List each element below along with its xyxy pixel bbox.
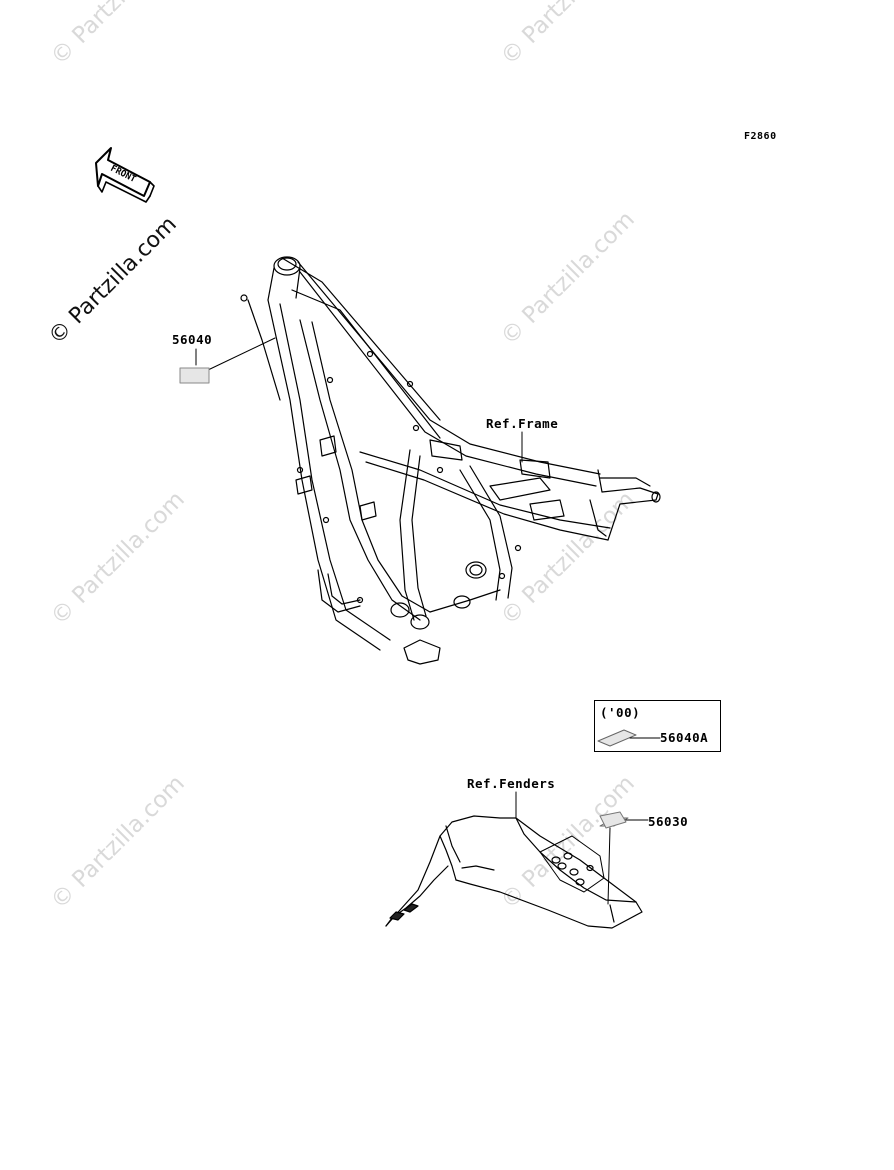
fender-drawing (385, 815, 643, 929)
diagram-code: F2860 (744, 131, 777, 142)
variant-box (594, 700, 721, 752)
frame-drawing (240, 256, 661, 665)
front-arrow-icon (95, 147, 155, 203)
ref-frame-label: Ref.Frame (486, 416, 559, 431)
part-label-56040: 56040 (172, 332, 213, 347)
part-label-56030: 56030 (648, 814, 689, 829)
variant-year: ('00) (600, 705, 641, 720)
part-label-56040A: 56040A (660, 730, 709, 745)
ref-fenders-label: Ref.Fenders (467, 776, 556, 791)
